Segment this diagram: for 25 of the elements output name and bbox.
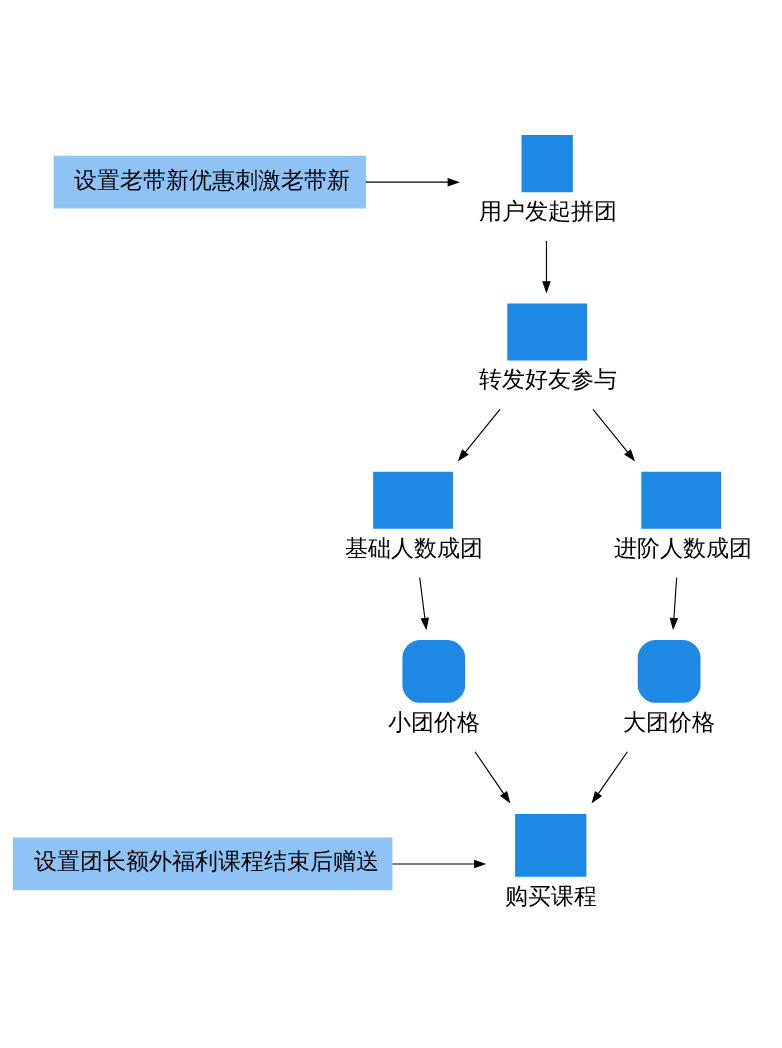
node-label: 进阶人数成团 [613, 534, 752, 561]
node-box [507, 302, 588, 360]
arrow [591, 750, 628, 804]
node-box [521, 134, 573, 192]
arrow [457, 408, 501, 461]
arrow [669, 576, 679, 630]
arrow [365, 177, 460, 186]
node-label: 基础人数成团 [345, 534, 484, 561]
node-box [637, 639, 701, 703]
arrow [592, 408, 636, 461]
node-label: 购买课程 [505, 882, 598, 909]
node-box [373, 471, 454, 529]
arrow [474, 750, 511, 804]
arrow [391, 859, 487, 868]
node-box [402, 639, 466, 703]
arrow [419, 576, 430, 630]
node-label: 小团价格 [388, 708, 481, 735]
node-box [641, 471, 722, 529]
node-box: 设置老带新优惠刺激老带新 [53, 155, 367, 209]
node-label: 用户发起拼团 [479, 197, 618, 224]
node-box: 设置团长额外福利课程结束后赠送 [13, 837, 393, 890]
node-label: 转发好友参与 [479, 365, 618, 392]
node-label: 大团价格 [623, 708, 716, 735]
node-box [515, 813, 587, 877]
arrow [542, 239, 551, 293]
